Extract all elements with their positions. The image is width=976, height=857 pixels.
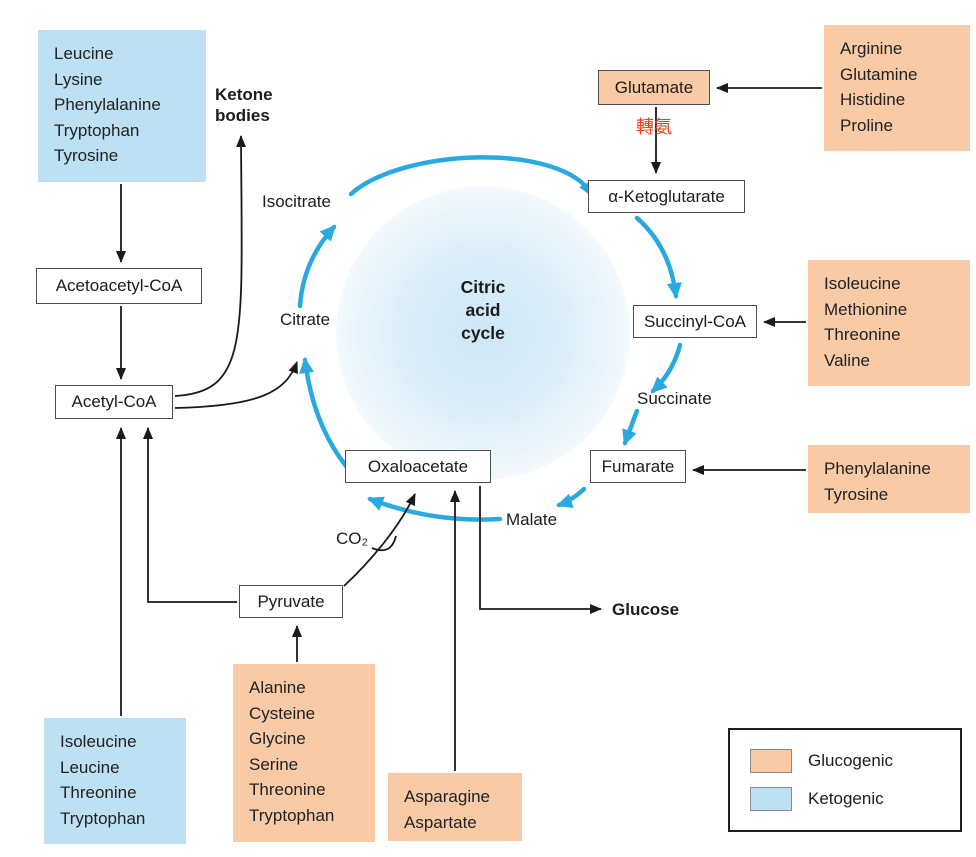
node-acetyl-coa: Acetyl-CoA <box>55 385 173 419</box>
cycle-arc-oxaloacetate-to-citrate <box>299 357 349 469</box>
pool-ketogenic-top: Leucine Lysine Phenylalanine Tryptophan … <box>38 30 206 182</box>
label-citric-acid-cycle: Citric acid cycle <box>460 277 506 344</box>
legend-row-ketogenic: Ketogenic <box>750 787 940 811</box>
label-malate: Malate <box>506 510 558 529</box>
label-citrate: Citrate <box>280 310 331 329</box>
pool-ketogenic-bottom: Isoleucine Leucine Threonine Tryptophan <box>44 718 186 844</box>
label-ketone-bodies: Ketone bodies <box>215 85 273 126</box>
legend-box: Glucogenic Ketogenic <box>728 728 962 832</box>
node-acetoacetyl-coa: Acetoacetyl-CoA <box>36 268 202 304</box>
arrow-pyruvate-to-oxaloacetate <box>343 493 416 587</box>
pool-alanine-group: Alanine Cysteine Glycine Serine Threonin… <box>233 664 375 842</box>
legend-label-glucogenic: Glucogenic <box>808 751 894 770</box>
node-oxaloacetate: Oxaloacetate <box>345 450 491 483</box>
arrow-pyruvate-to-acetyl <box>143 427 237 603</box>
cycle-arc-succinate-to-fumarate <box>622 408 640 446</box>
arrow-acetyl-to-ketone-bodies <box>174 135 247 397</box>
node-alpha-ketoglutarate: α-Ketoglutarate <box>588 180 745 213</box>
cycle-arc-ketoglutarate-to-succinyl <box>634 215 682 299</box>
node-pyruvate: Pyruvate <box>239 585 343 618</box>
label-isocitrate: Isocitrate <box>262 192 331 211</box>
pool-phenylalanine-tyrosine: Phenylalanine Tyrosine <box>808 445 970 513</box>
cycle-gradient-fill <box>336 186 630 480</box>
cycle-arc-malate-to-oxaloacetate <box>367 496 503 522</box>
glucogenic-swatch <box>750 749 792 773</box>
arrow-oxaloacetate-to-glucose <box>479 486 602 614</box>
cycle-arc-succinyl-to-succinate <box>650 342 683 394</box>
pool-isoleucine-group: Isoleucine Methionine Threonine Valine <box>808 260 970 386</box>
node-glutamate: Glutamate <box>598 70 710 105</box>
cycle-arc-isocitrate-to-ketoglutarate <box>348 155 595 198</box>
cycle-arc-fumarate-to-malate <box>556 486 587 508</box>
cycle-arc-citrate-to-isocitrate <box>297 224 337 309</box>
arrow-acetyl-to-citrate <box>174 361 298 409</box>
node-succinyl-coa: Succinyl-CoA <box>633 305 757 338</box>
legend-label-ketogenic: Ketogenic <box>808 789 884 808</box>
label-glucose: Glucose <box>612 600 680 619</box>
label-succinate: Succinate <box>637 389 712 408</box>
pool-arginine-group: Arginine Glutamine Histidine Proline <box>824 25 970 151</box>
label-transamination: 轉氨 <box>636 117 672 137</box>
ketogenic-swatch <box>750 787 792 811</box>
node-fumarate: Fumarate <box>590 450 686 483</box>
pool-asparagine-aspartate: Asparagine Aspartate <box>388 773 522 841</box>
curve-co2-input <box>371 535 397 552</box>
label-co2: CO₂ <box>336 529 369 548</box>
legend-row-glucogenic: Glucogenic <box>750 749 940 773</box>
